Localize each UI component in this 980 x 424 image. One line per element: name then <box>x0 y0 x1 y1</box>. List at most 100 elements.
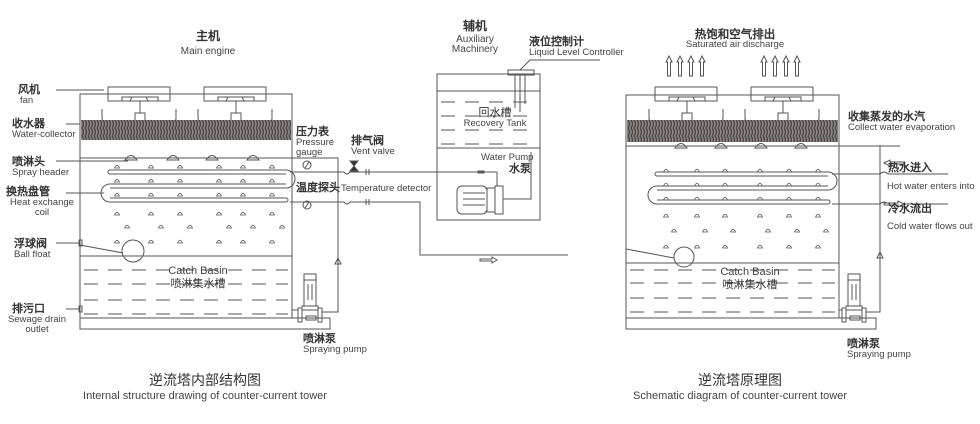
heat-exchange-coil-label: 换热盘管 Heat exchange coil <box>6 186 78 217</box>
water-drop-icon <box>147 178 155 183</box>
fan-blade-line <box>241 96 245 102</box>
pressure-en-1: Pressure <box>296 136 335 148</box>
water-drop-icon <box>785 244 793 249</box>
heat-exchange-coil-bend <box>285 197 289 203</box>
spraying-pump-en: Spraying pump <box>303 343 367 355</box>
water-drop-icon <box>239 164 247 169</box>
water-drop-icon <box>662 168 670 173</box>
water-drop-icon <box>693 182 701 187</box>
left-caption: 逆流塔内部结构图 Internal structure drawing of c… <box>60 374 350 402</box>
water-drop-icon <box>186 224 194 229</box>
water-drop-icon <box>693 213 701 218</box>
water-collector-hatch <box>627 120 838 142</box>
auxiliary-header: 辅机 Auxiliary Machinery <box>440 20 510 56</box>
pump-base <box>849 315 861 321</box>
water-drop-icon <box>701 228 709 233</box>
water-drop-icon <box>113 239 121 244</box>
auxiliary-en-2: Machinery <box>451 44 499 56</box>
water-pump-coupling <box>486 187 496 213</box>
water-drop-icon <box>239 178 247 183</box>
water-drop-icon <box>814 182 822 187</box>
water-drop-icon <box>822 228 830 233</box>
llc-zh: 液位控制计 <box>529 35 584 48</box>
water-collector-hatch <box>81 120 291 140</box>
water-pump-en: Water Pump <box>481 152 534 163</box>
water-collector-en: Water-collector <box>12 128 76 140</box>
recovery-tank-label: 回水槽 Recovery Tank <box>455 107 535 129</box>
pump-riser-pipe <box>839 145 881 313</box>
saturated-air-en: Saturated air discharge <box>685 39 785 51</box>
fan-blade-line <box>676 96 680 102</box>
hot-water-zh: 热水进入 <box>888 161 932 174</box>
fan-en: fan <box>20 94 34 106</box>
water-drop-icon <box>268 178 276 183</box>
spraying-pump-label-left: 喷淋泵 Spraying pump <box>303 333 367 355</box>
water-drop-icon <box>113 178 121 183</box>
water-drop-icon <box>721 244 729 249</box>
pump-discharge-pipe <box>503 152 532 200</box>
hot-water-pipe <box>338 171 498 186</box>
water-drop-icon <box>814 244 822 249</box>
exhaust-arrow-icon <box>760 54 768 77</box>
heat-exchange-coil-tubes <box>657 171 828 205</box>
water-drop-icon <box>176 178 184 183</box>
ball-float-en: Ball float <box>14 248 51 260</box>
pump-motor-top-icon <box>303 273 317 281</box>
water-drop-icon <box>721 182 729 187</box>
cold-water-out-zh-label: 冷水流出 <box>888 199 932 216</box>
left-caption-en: Internal structure drawing of counter-cu… <box>83 389 327 402</box>
water-collector-label: 收水器 Water-collector <box>12 118 76 140</box>
right-caption: 逆流塔原理图 Schematic diagram of counter-curr… <box>600 374 880 402</box>
water-drop-icon <box>693 244 701 249</box>
water-drop-icon <box>785 182 793 187</box>
heat-exchange-coil-tubes <box>110 169 286 203</box>
water-drop-icon <box>814 168 822 173</box>
water-drop-icon <box>721 196 729 201</box>
cold-water-out-arrow-icon <box>883 200 906 208</box>
exhaust-arrow-icon <box>698 54 706 77</box>
water-drop-icon <box>239 192 247 197</box>
recovery-tank-zh: 回水槽 <box>478 106 512 119</box>
auxiliary-en-1: Auxiliary <box>456 33 494 45</box>
water-drop-icon <box>814 213 822 218</box>
collect-evaporation-label: 收集蒸发的水汽 Collect water evaporation <box>848 111 955 133</box>
water-drop-icon <box>215 192 223 197</box>
heat-exchange-coil-bend <box>285 169 296 189</box>
flow-arrow-icon <box>876 250 884 259</box>
water-drop-icon <box>225 224 233 229</box>
pressure-en-2: gauge <box>296 146 323 158</box>
spraying-pump-zh: 喷淋泵 <box>303 332 336 345</box>
catch-basin-right-zh: 喷淋集水槽 <box>722 277 778 291</box>
water-drop-icon <box>268 164 276 169</box>
spray-header-zh: 喷淋头 <box>12 155 45 168</box>
main-engine-zh: 主机 <box>195 29 220 43</box>
water-drop-icon <box>793 228 801 233</box>
sewage-en-2: outlet <box>25 323 49 335</box>
collect-evaporation-zh: 收集蒸发的水汽 <box>848 110 925 123</box>
water-drop-icon <box>785 168 793 173</box>
water-drop-icon <box>268 192 276 197</box>
water-drop-icon <box>147 239 155 244</box>
water-drop-icon <box>176 164 184 169</box>
heat-exchange-coil-bend <box>647 185 658 205</box>
ball-float-icon <box>121 239 145 263</box>
water-drop-icon <box>693 196 701 201</box>
water-drop-icon <box>278 224 286 229</box>
pump-motor-icon <box>847 279 861 307</box>
water-drop-icon <box>249 224 257 229</box>
liquid-level-controller-icon <box>507 69 535 76</box>
ball-float-arm <box>79 244 124 254</box>
pump-body <box>845 305 863 311</box>
flow-arrow-icon <box>334 256 342 265</box>
ball-float-zh: 浮球阀 <box>14 237 47 250</box>
water-drop-icon <box>113 211 121 216</box>
leader-line <box>519 59 600 71</box>
water-drop-icon <box>176 239 184 244</box>
water-drop-icon <box>693 168 701 173</box>
hot-water-in-en-label: Hot water enters into <box>887 176 975 193</box>
exhaust-arrow-icon <box>782 54 790 77</box>
fan-blade-icon <box>668 96 706 102</box>
pump-flange-left <box>841 307 847 323</box>
spraying-pump-right-en: Spraying pump <box>847 348 911 360</box>
water-drop-icon <box>756 182 764 187</box>
